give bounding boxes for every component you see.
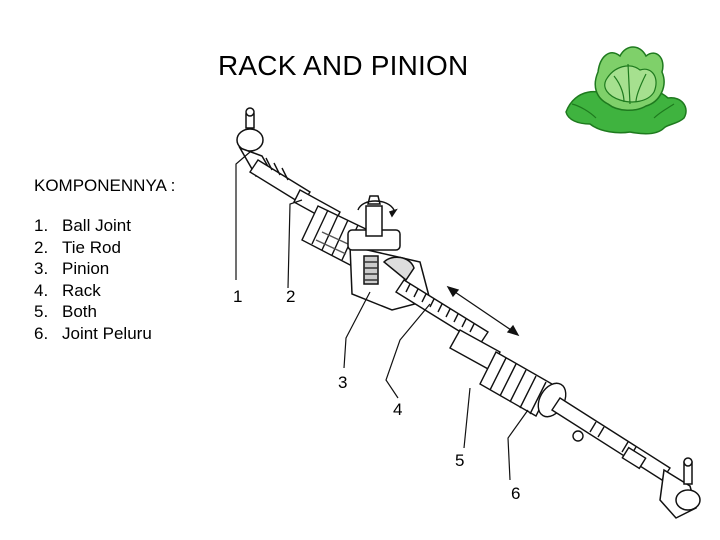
leader-line-6 [507, 409, 529, 481]
callout-4: 4 [393, 400, 402, 419]
list-item: 5.Both [34, 302, 152, 324]
leader-lines [235, 151, 529, 481]
callout-2: 2 [286, 287, 295, 306]
component-label: Pinion [62, 259, 110, 278]
right-tie-rod [551, 397, 671, 481]
leader-line-1 [235, 151, 251, 280]
list-item: 2.Tie Rod [34, 238, 152, 260]
leader-line-5 [463, 387, 471, 449]
right-ball-joint [659, 457, 701, 519]
slide-title: RACK AND PINION [218, 50, 469, 81]
leader-line-2 [287, 199, 303, 289]
list-item: 4.Rack [34, 281, 152, 303]
component-label: Both [62, 302, 97, 321]
right-housing [449, 329, 567, 418]
component-label: Rack [62, 280, 101, 300]
leader-line-3 [343, 291, 371, 369]
list-item: 3.Pinion [34, 259, 152, 281]
leader-line-4 [385, 303, 431, 399]
callout-6: 6 [511, 484, 520, 503]
callout-3: 3 [338, 373, 347, 392]
movement-arrow-icon [446, 285, 520, 337]
callout-5: 5 [455, 451, 464, 470]
callout-1: 1 [233, 287, 242, 306]
component-label: Tie Rod [62, 237, 121, 257]
list-item: 6.Joint Peluru [34, 324, 152, 346]
component-label: Joint Peluru [62, 323, 152, 343]
cabbage-icon [565, 46, 687, 135]
components-heading: KOMPONENNYA : [34, 176, 176, 195]
component-label: Ball Joint [62, 216, 131, 235]
list-item: 1.Ball Joint [34, 216, 152, 238]
rack-bar [395, 279, 489, 345]
components-list: 1.Ball Joint 2.Tie Rod 3.Pinion 4.Rack 5… [34, 216, 152, 345]
